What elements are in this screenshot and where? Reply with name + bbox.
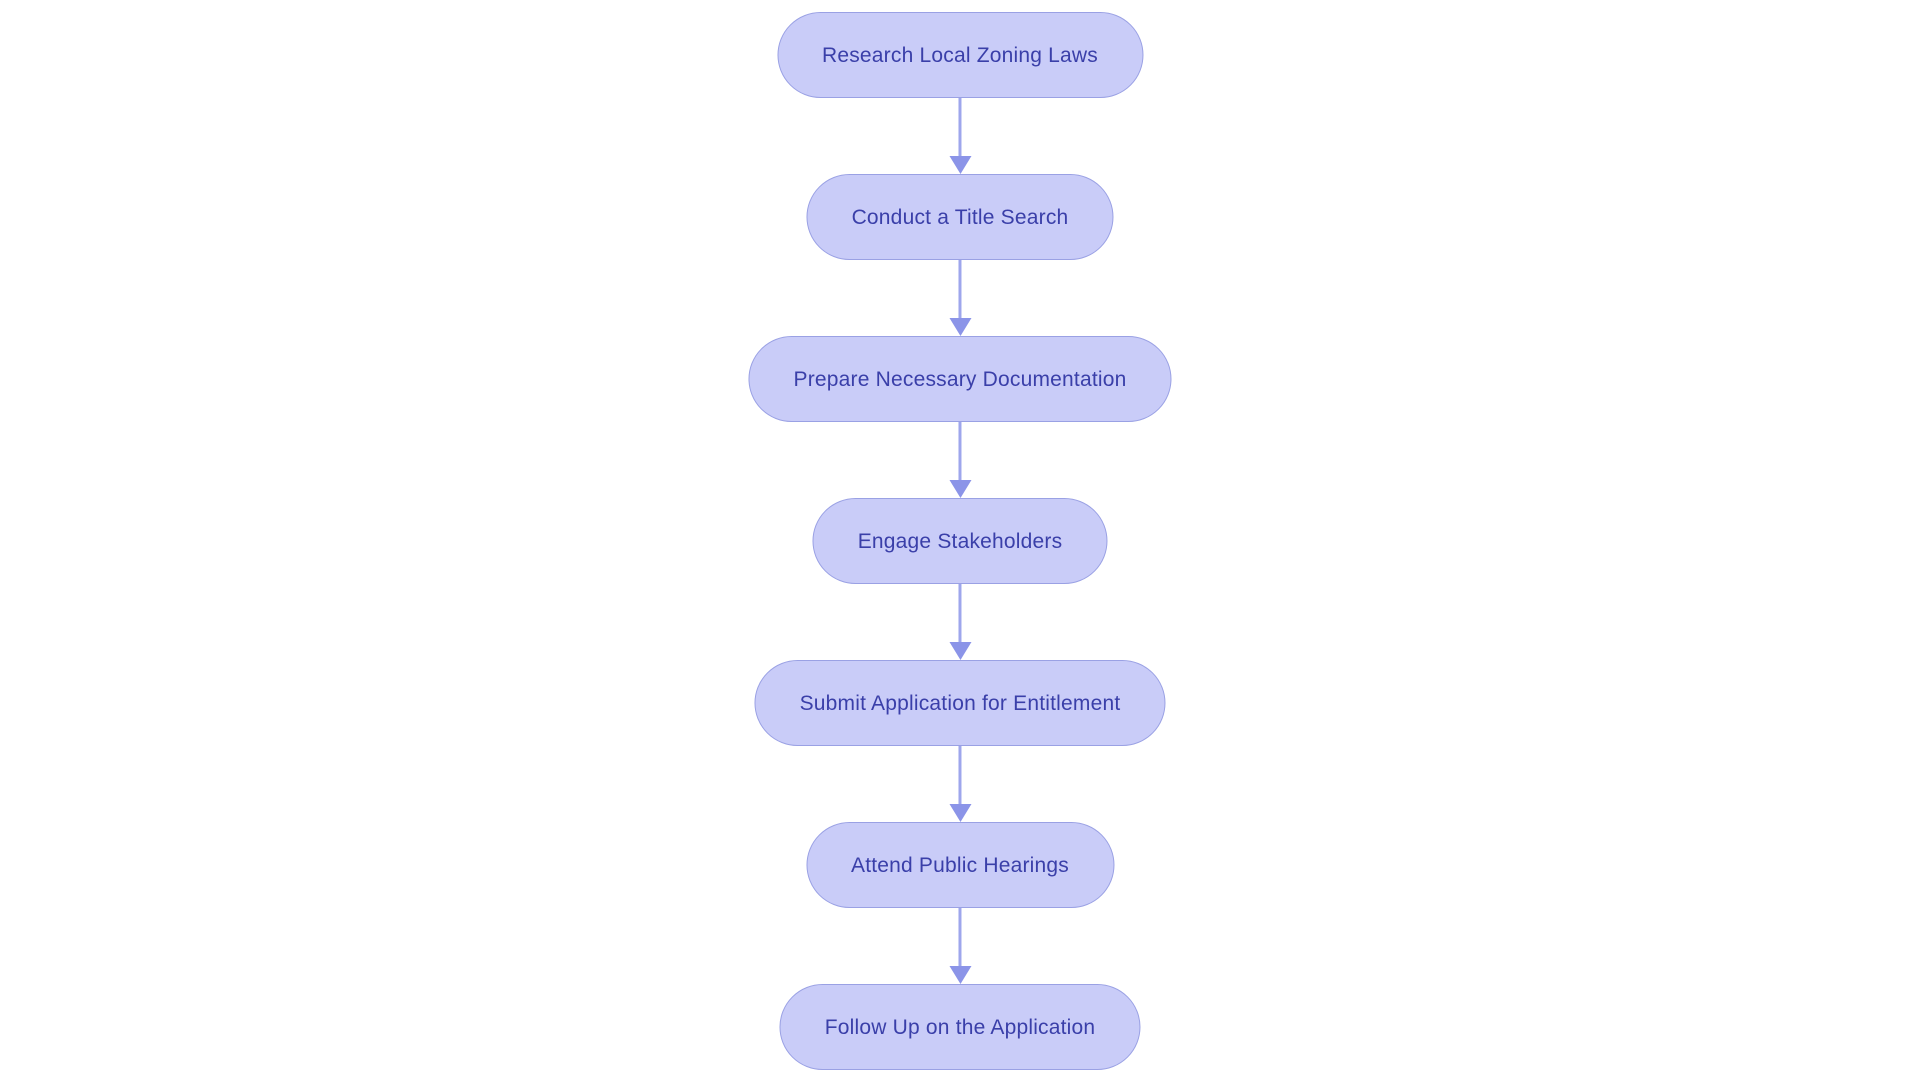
arrow-line: [958, 908, 962, 966]
flow-node-research-local-zoning-laws: Research Local Zoning Laws: [776, 12, 1144, 98]
flow-arrow: [949, 584, 971, 660]
flow-arrow: [949, 422, 971, 498]
flow-arrow: [949, 260, 971, 336]
arrowhead-icon: [949, 804, 971, 822]
arrow-line: [958, 260, 962, 318]
arrowhead-icon: [949, 966, 971, 984]
flow-arrow: [949, 746, 971, 822]
flow-node-engage-stakeholders: Engage Stakeholders: [812, 498, 1108, 584]
arrowhead-icon: [949, 156, 971, 174]
flow-node-prepare-necessary-documentation: Prepare Necessary Documentation: [748, 336, 1172, 422]
flow-node-attend-public-hearings: Attend Public Hearings: [805, 822, 1115, 908]
arrowhead-icon: [949, 642, 971, 660]
flow-node-follow-up-on-the-application: Follow Up on the Application: [779, 984, 1141, 1070]
arrow-line: [958, 422, 962, 480]
arrowhead-icon: [949, 318, 971, 336]
arrow-line: [958, 746, 962, 804]
flow-node-submit-application-for-entitlement: Submit Application for Entitlement: [754, 660, 1166, 746]
arrowhead-icon: [949, 480, 971, 498]
flow-arrow: [949, 98, 971, 174]
flow-arrow: [949, 908, 971, 984]
arrow-line: [958, 584, 962, 642]
flow-node-conduct-a-title-search: Conduct a Title Search: [806, 174, 1114, 260]
arrow-line: [958, 98, 962, 156]
